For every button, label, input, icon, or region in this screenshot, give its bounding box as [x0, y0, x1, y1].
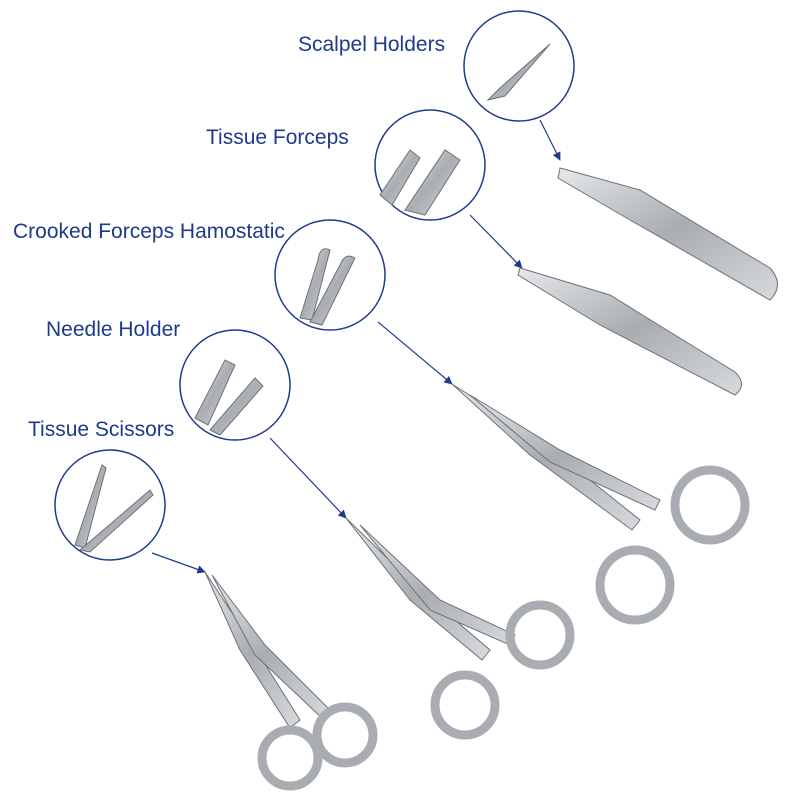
crooked-forceps-leader-line	[377, 321, 453, 385]
scalpel-detail-circle	[463, 10, 575, 122]
tissue-forceps-detail-circle	[374, 109, 486, 221]
label-tissue-forceps: Tissue Forceps	[206, 126, 349, 149]
tissue-scissors-detail-circle	[54, 449, 166, 561]
needle-holder	[345, 517, 575, 740]
leader-lines	[151, 119, 561, 574]
scalpel-handle	[557, 167, 778, 301]
tissue-forceps-leader-line	[469, 214, 523, 269]
label-scalpel-holders: Scalpel Holders	[298, 33, 446, 56]
tissue-forceps	[517, 267, 742, 396]
label-crooked-forceps: Crooked Forceps Hamostatic	[13, 220, 285, 243]
needle-holder-detail-circle	[179, 329, 291, 441]
scalpel-leader-line	[539, 119, 561, 161]
tissue-scissors	[204, 571, 378, 791]
label-needle-holder: Needle Holder	[46, 318, 181, 341]
crooked-forceps-hemostatic	[451, 383, 750, 625]
crooked-forceps-detail-circle	[274, 219, 386, 331]
needle-holder-leader-line	[269, 437, 347, 519]
tissue-scissors-leader-line	[151, 552, 206, 574]
label-tissue-scissors: Tissue Scissors	[28, 418, 175, 441]
